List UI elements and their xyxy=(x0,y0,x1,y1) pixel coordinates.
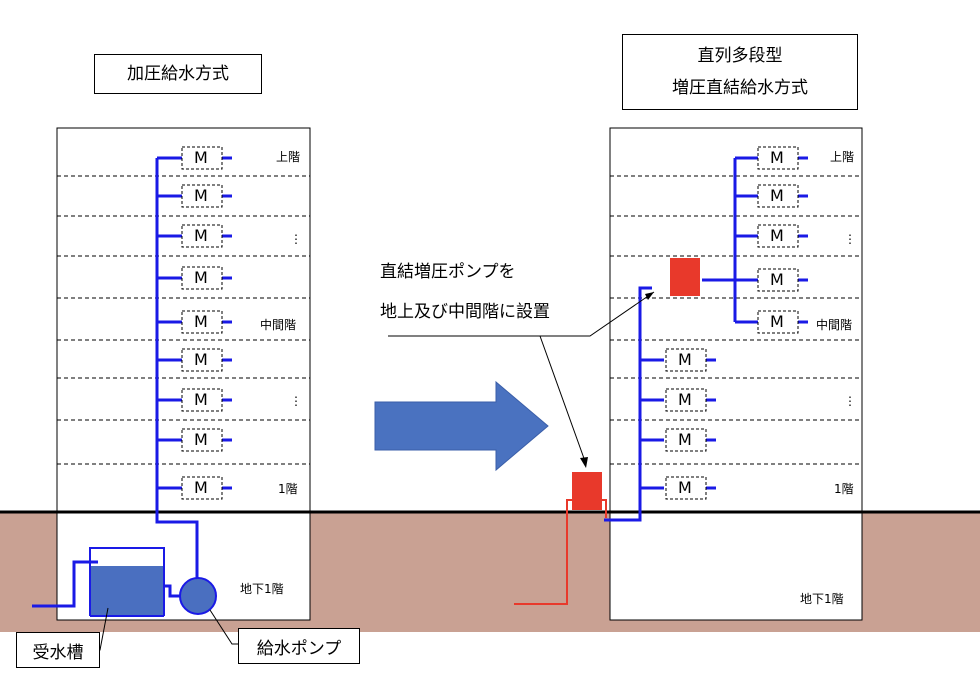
booster-pump-middle xyxy=(670,258,700,296)
meter-label: M xyxy=(678,478,692,497)
water-tank-outline xyxy=(89,547,165,616)
left-title-box: 加圧給水方式 xyxy=(94,54,262,94)
meter-label: M xyxy=(678,390,692,409)
meter-label: M xyxy=(194,430,208,449)
left-building xyxy=(56,127,311,621)
water-pump xyxy=(179,577,217,615)
right-meter-outlets xyxy=(706,156,808,490)
left-floor-basement: 地下1階 xyxy=(240,582,284,596)
meter-label: M xyxy=(194,226,208,245)
right-arrow-icon xyxy=(374,380,549,472)
left-floor-first: 1階 xyxy=(278,482,298,496)
left-floor-lines xyxy=(57,175,310,465)
right-pipes-lower xyxy=(604,286,664,522)
right-floor-basement: 地下1階 xyxy=(800,592,844,606)
tank-callout: 受水槽 xyxy=(16,632,100,668)
water-tank-body xyxy=(90,566,164,616)
meter-label: M xyxy=(194,186,208,205)
pump-callout-label: 給水ポンプ xyxy=(256,638,342,659)
left-floor-top: 上階 xyxy=(276,150,301,164)
left-meter-outlets xyxy=(222,156,232,490)
arrowhead-middle xyxy=(645,292,654,300)
left-meters xyxy=(181,146,223,500)
meter-label: M xyxy=(194,350,208,369)
left-pipes xyxy=(32,156,199,608)
right-pipes-upper xyxy=(702,156,758,324)
pump-callout: 給水ポンプ xyxy=(238,628,360,664)
annotation-line1: 直結増圧ポンプを xyxy=(380,262,516,282)
meter-label: M xyxy=(194,478,208,497)
right-floor-top: 上階 xyxy=(830,150,855,164)
right-floor-dots2: ⋮ xyxy=(844,394,856,408)
meter-label: M xyxy=(194,148,208,167)
right-title-line2: 増圧直結給水方式 xyxy=(672,78,808,98)
meter-label: M xyxy=(194,268,208,287)
right-floor-first: 1階 xyxy=(834,482,854,496)
supply-pipe-red xyxy=(514,499,607,605)
meter-label: M xyxy=(678,430,692,449)
left-title: 加圧給水方式 xyxy=(127,63,229,84)
left-floor-dots2: ⋮ xyxy=(290,394,302,408)
right-title-box: 直列多段型 増圧直結給水方式 xyxy=(622,34,858,110)
right-floor-mid: 中間階 xyxy=(816,318,853,332)
annotation-text: 直結増圧ポンプを 地上及び中間階に設置 xyxy=(380,252,550,332)
meter-label: M xyxy=(194,390,208,409)
annotation-leaders xyxy=(98,291,655,651)
meter-label: M xyxy=(194,312,208,331)
meter-label: M xyxy=(770,226,784,245)
left-floor-mid: 中間階 xyxy=(260,318,297,332)
annotation-line2: 地上及び中間階に設置 xyxy=(380,302,550,322)
left-floor-dots1: ⋮ xyxy=(290,232,302,246)
meter-label: M xyxy=(770,270,784,289)
meter-label: M xyxy=(770,312,784,331)
meter-label: M xyxy=(770,186,784,205)
meter-label: M xyxy=(770,148,784,167)
right-floor-dots1: ⋮ xyxy=(844,232,856,246)
meter-label: M xyxy=(678,350,692,369)
tank-callout-label: 受水槽 xyxy=(32,642,84,663)
right-title-line1: 直列多段型 xyxy=(697,45,783,66)
arrowhead-ground xyxy=(580,457,588,468)
booster-pump-ground xyxy=(572,472,602,510)
right-meters xyxy=(665,146,799,500)
